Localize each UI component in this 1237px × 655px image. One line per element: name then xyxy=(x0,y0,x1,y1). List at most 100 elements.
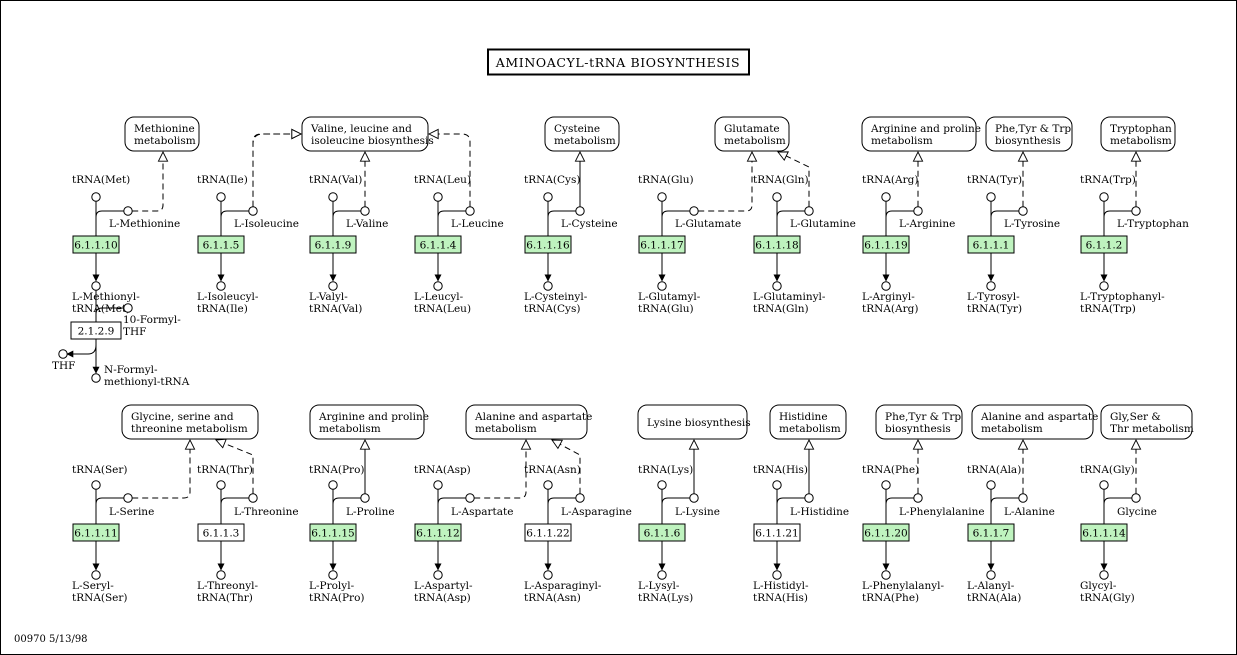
enzyme-box[interactable]: 6.1.1.4 xyxy=(414,235,462,254)
product-node[interactable] xyxy=(543,570,553,580)
enzyme-box[interactable]: 6.1.1.6 xyxy=(638,523,686,542)
amino-acid-node[interactable] xyxy=(913,206,923,216)
enzyme-box[interactable]: 6.1.1.16 xyxy=(524,235,572,254)
amino-acid-node[interactable] xyxy=(465,493,475,503)
amino-acid-node[interactable] xyxy=(575,206,585,216)
amino-acid-node[interactable] xyxy=(123,493,133,503)
trna-node[interactable] xyxy=(1099,480,1109,490)
amino-acid-node[interactable] xyxy=(804,493,814,503)
trna-node[interactable] xyxy=(433,192,443,202)
amino-acid-node[interactable] xyxy=(913,493,923,503)
amino-acid-node[interactable] xyxy=(1018,206,1028,216)
enzyme-box[interactable]: 6.1.1.9 xyxy=(309,235,357,254)
product-node[interactable] xyxy=(881,570,891,580)
product-node[interactable] xyxy=(328,281,338,291)
trna-node[interactable] xyxy=(543,192,553,202)
enzyme-box[interactable]: 6.1.1.2 xyxy=(1080,235,1128,254)
enzyme-box[interactable]: 6.1.1.18 xyxy=(753,235,801,254)
amino-acid-node[interactable] xyxy=(360,206,370,216)
enzyme-box[interactable]: 6.1.1.11 xyxy=(72,523,120,542)
enzyme-box[interactable]: 6.1.1.15 xyxy=(309,523,357,542)
trna-label: tRNA(Lys) xyxy=(638,464,693,476)
enzyme-box[interactable]: 6.1.1.20 xyxy=(862,523,910,542)
product-node[interactable] xyxy=(881,281,891,291)
trna-node[interactable] xyxy=(216,192,226,202)
enzyme-box[interactable]: 6.1.1.1 xyxy=(967,235,1015,254)
amino-acid-node[interactable] xyxy=(1131,493,1141,503)
enzyme-box[interactable]: 2.1.2.9 xyxy=(70,321,122,340)
trna-node[interactable] xyxy=(881,480,891,490)
product-node[interactable] xyxy=(543,281,553,291)
product-node[interactable] xyxy=(216,570,226,580)
amino-acid-node[interactable] xyxy=(248,493,258,503)
trna-node[interactable] xyxy=(328,480,338,490)
enzyme-box[interactable]: 6.1.1.10 xyxy=(72,235,120,254)
trna-node[interactable] xyxy=(433,480,443,490)
product-node[interactable] xyxy=(91,281,101,291)
trna-node[interactable] xyxy=(1099,192,1109,202)
amino-acid-node[interactable] xyxy=(575,493,585,503)
product-node[interactable] xyxy=(772,281,782,291)
enzyme-box[interactable]: 6.1.1.22 xyxy=(524,523,572,542)
trna-node[interactable] xyxy=(657,192,667,202)
product-node[interactable] xyxy=(328,570,338,580)
product-node[interactable] xyxy=(986,570,996,580)
product-node[interactable] xyxy=(657,570,667,580)
cofactor-node[interactable] xyxy=(123,303,133,313)
amino-acid-node[interactable] xyxy=(689,206,699,216)
trna-node[interactable] xyxy=(772,192,782,202)
enzyme-box[interactable]: 6.1.1.21 xyxy=(753,523,801,542)
amino-acid-node[interactable] xyxy=(360,493,370,503)
enzyme-box[interactable]: 6.1.1.19 xyxy=(862,235,910,254)
amino-acid-node[interactable] xyxy=(804,206,814,216)
product-node[interactable] xyxy=(1099,570,1109,580)
enzyme-box[interactable]: 6.1.1.14 xyxy=(1080,523,1128,542)
enzyme-box[interactable]: 6.1.1.12 xyxy=(414,523,462,542)
trna-node[interactable] xyxy=(881,192,891,202)
pathway-map-link[interactable]: Lysine biosynthesis xyxy=(637,404,751,440)
trna-node[interactable] xyxy=(772,480,782,490)
amino-acid-node[interactable] xyxy=(465,206,475,216)
amino-acid-node[interactable] xyxy=(248,206,258,216)
product-node[interactable] xyxy=(91,373,101,383)
product-node[interactable] xyxy=(986,281,996,291)
trna-node[interactable] xyxy=(543,480,553,490)
trna-node[interactable] xyxy=(986,480,996,490)
amino-acid-node[interactable] xyxy=(123,206,133,216)
pathway-map-link[interactable]: Gly,Ser &Thr metabolism xyxy=(1100,404,1194,440)
product-node[interactable] xyxy=(1099,281,1109,291)
product-node[interactable] xyxy=(433,570,443,580)
trna-node[interactable] xyxy=(216,480,226,490)
product-node[interactable] xyxy=(216,281,226,291)
product-node[interactable] xyxy=(772,570,782,580)
trna-node[interactable] xyxy=(91,480,101,490)
cofactor-out-node[interactable] xyxy=(58,349,68,359)
product-node[interactable] xyxy=(91,570,101,580)
enzyme-box[interactable]: 6.1.1.7 xyxy=(967,523,1015,542)
amino-acid-node[interactable] xyxy=(1131,206,1141,216)
enzyme-box[interactable]: 6.1.1.17 xyxy=(638,235,686,254)
enzyme-box[interactable]: 6.1.1.5 xyxy=(197,235,245,254)
enzyme-box[interactable]: 6.1.1.3 xyxy=(197,523,245,542)
trna-node[interactable] xyxy=(657,480,667,490)
product-node[interactable] xyxy=(433,281,443,291)
trna-node[interactable] xyxy=(986,192,996,202)
amino-acid-node[interactable] xyxy=(1018,493,1028,503)
product-node[interactable] xyxy=(657,281,667,291)
amino-acid-node[interactable] xyxy=(689,493,699,503)
trna-node[interactable] xyxy=(328,192,338,202)
trna-node[interactable] xyxy=(91,192,101,202)
